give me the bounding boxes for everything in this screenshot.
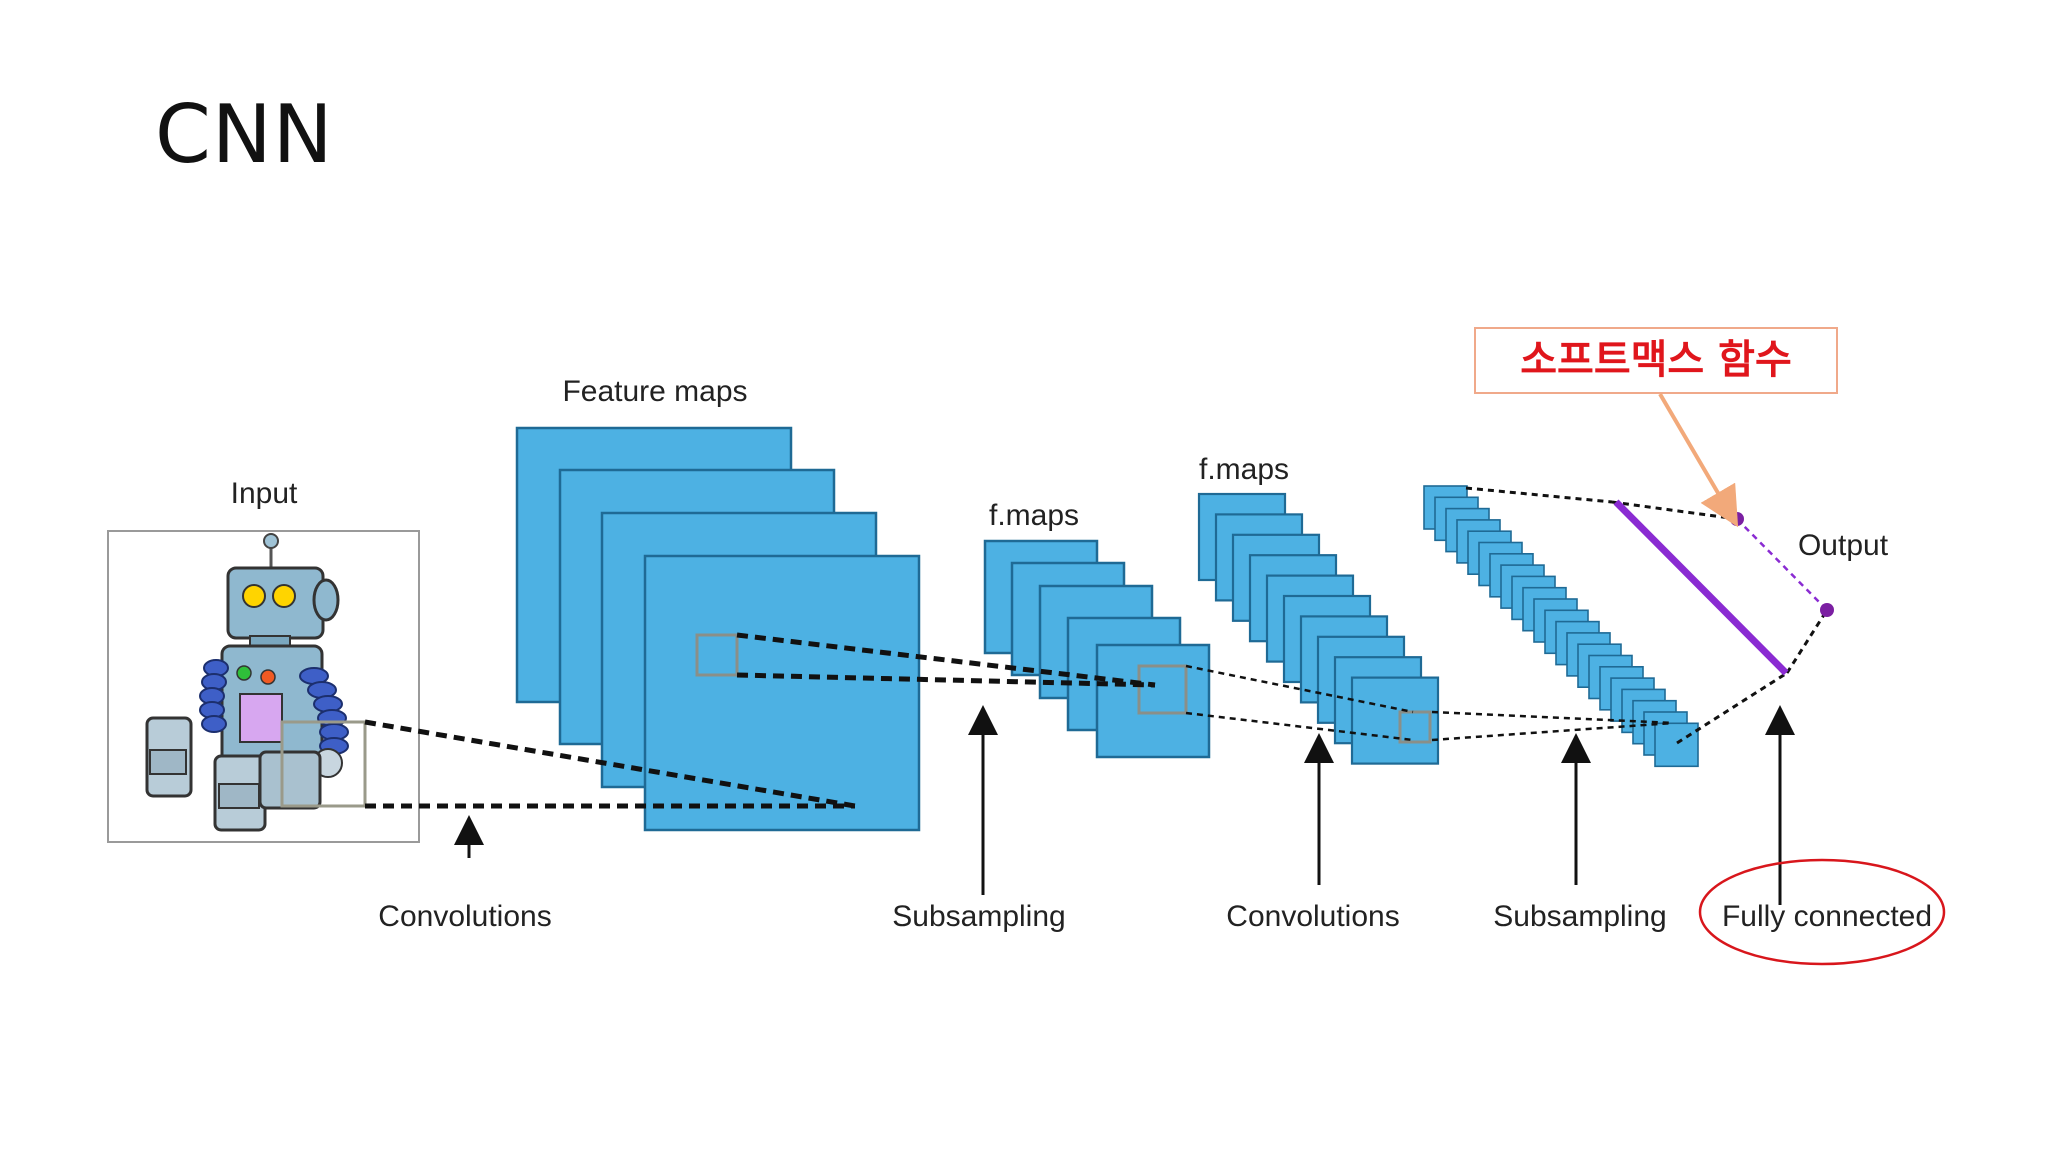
fully-connected-highlight [1698, 858, 1946, 966]
output-node [1730, 512, 1744, 526]
softmax-arrow [1658, 392, 1739, 528]
stage-label-subsampling: Subsampling [892, 900, 1065, 933]
softmax-annotation-text: 소프트맥스 함수 [1520, 337, 1792, 383]
input-receptive-field [280, 720, 367, 808]
slide-title: CNN [155, 88, 334, 181]
output-node [1820, 603, 1834, 617]
feature-maps-stack [515, 426, 921, 832]
stage-label-convolutions: Convolutions [1226, 900, 1399, 933]
softmax-annotation: 소프트맥스 함수 [1474, 327, 1838, 528]
output-label: Output [1798, 529, 1889, 562]
fmaps-label-2: f.maps [1199, 453, 1289, 486]
stage-arrows [454, 705, 1795, 905]
fmaps-stack-2 [1197, 492, 1440, 765]
stage-label-subsampling: Subsampling [1493, 900, 1666, 933]
fmaps-stack-1 [983, 539, 1211, 759]
projection-lines [364, 486, 1829, 809]
robot-icon [145, 533, 349, 832]
fmaps-label-1: f.maps [989, 499, 1079, 532]
stage-label-fully-connected: Fully connected [1722, 900, 1932, 933]
input-label: Input [231, 477, 298, 510]
stage-label-convolutions: Convolutions [378, 900, 551, 933]
feature-maps-label: Feature maps [562, 375, 747, 408]
fully-connected-layer [1613, 499, 1789, 676]
